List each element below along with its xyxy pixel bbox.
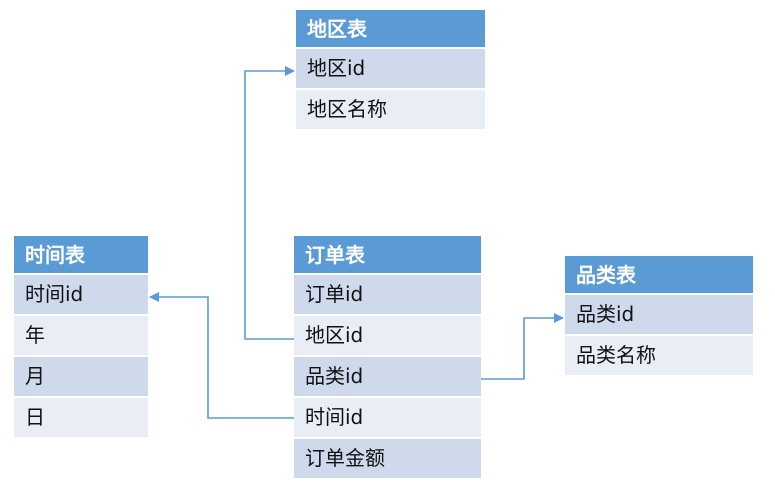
field-order-id: 订单id [294,275,481,316]
field-category-id: 品类id [565,295,753,336]
field-time-id: 时间id [14,275,148,316]
field-year: 年 [14,316,148,357]
field-region-name: 地区名称 [296,90,485,131]
field-order-category-id: 品类id [294,357,481,398]
category-table: 品类表 品类id 品类名称 [565,256,753,377]
order-table: 订单表 订单id 地区id 品类id 时间id 订单金额 [294,236,481,480]
connector-order-category [481,313,564,380]
region-table: 地区表 地区id 地区名称 [296,10,485,131]
field-region-id: 地区id [296,49,485,90]
category-table-title: 品类表 [565,256,753,295]
field-order-amount: 订单金额 [294,439,481,480]
region-table-title: 地区表 [296,10,485,49]
field-day: 日 [14,398,148,439]
field-order-time-id: 时间id [294,398,481,439]
time-table-title: 时间表 [14,236,148,275]
connector-order-time [149,292,294,419]
connector-order-region [244,66,295,340]
time-table: 时间表 时间id 年 月 日 [14,236,148,439]
field-order-region-id: 地区id [294,316,481,357]
field-month: 月 [14,357,148,398]
field-category-name: 品类名称 [565,336,753,377]
order-table-title: 订单表 [294,236,481,275]
